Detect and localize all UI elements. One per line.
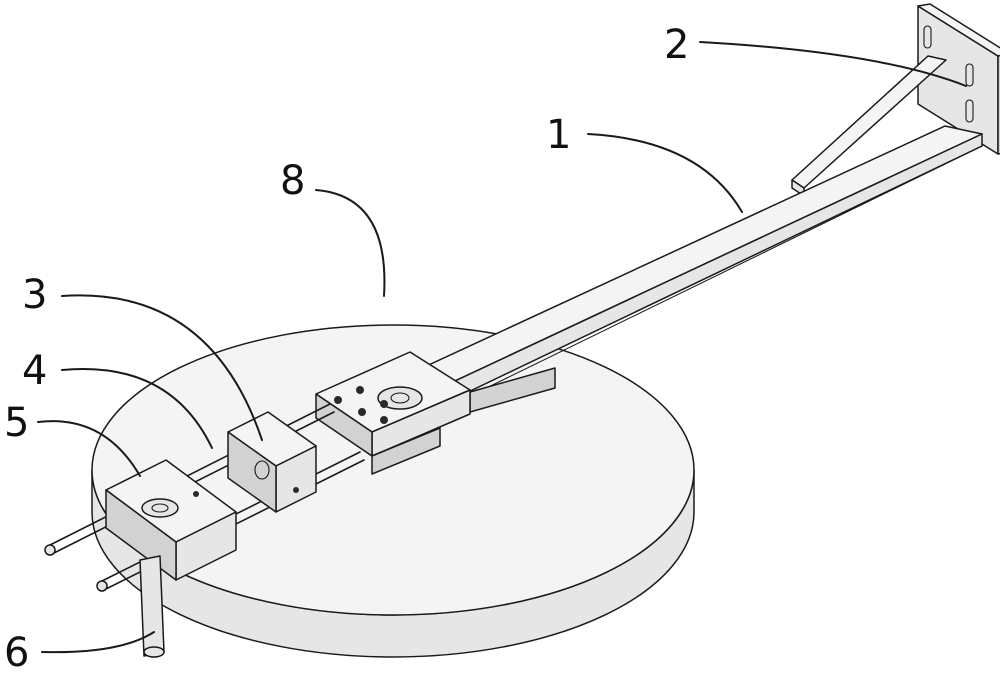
label-1: 1 [546,112,571,158]
front-block-knob [141,498,179,518]
leader-2 [699,41,967,87]
vertical-pin [139,555,165,658]
leader-8 [315,189,386,297]
carriage-bolt-3 [358,408,366,416]
carriage-bolt-4 [380,416,388,424]
wall-bracket [791,3,1000,197]
leader-lines [37,41,967,654]
carriage-bearing [377,386,423,410]
label-3: 3 [22,272,47,318]
mount-slot-1 [923,25,932,49]
label-4: 4 [22,348,47,394]
middle-block [227,411,317,513]
carriage-bolt-1 [334,396,342,404]
guide-rod-upper-end [44,544,56,556]
base-plate-top [91,324,695,616]
front-block-knob-inner [151,503,169,513]
middle-block-bolt [293,487,299,493]
slider-carriage [315,351,471,475]
mount-slot-2 [965,63,974,87]
label-5: 5 [4,400,29,446]
leader-3 [61,294,263,441]
beam-top [352,125,983,411]
mount-slot-3 [965,99,974,123]
mount-plate-edge [917,3,1000,57]
leader-5 [37,420,141,477]
leader-1 [587,133,743,213]
label-6: 6 [4,630,29,676]
guide-rod-lower-end [96,580,108,592]
label-8: 8 [280,158,305,204]
label-2: 2 [664,22,689,68]
carriage-bolt-5 [380,400,388,408]
carriage-bolt-2 [356,386,364,394]
reference-labels: 1 2 3 4 5 6 8 [4,22,689,676]
beam-groove [469,145,983,397]
front-block-bolt [193,491,199,497]
beam-side [392,133,983,429]
base-plate [91,324,695,658]
middle-block-side [227,431,277,513]
middle-block-bore [254,460,270,480]
beam [352,125,983,429]
leader-4 [61,368,213,449]
carriage-lower-block [371,427,441,475]
leader-6 [41,631,155,654]
vertical-pin-end [143,646,165,658]
vertical-pin-body [139,555,165,657]
carriage-bearing-inner [390,392,410,404]
